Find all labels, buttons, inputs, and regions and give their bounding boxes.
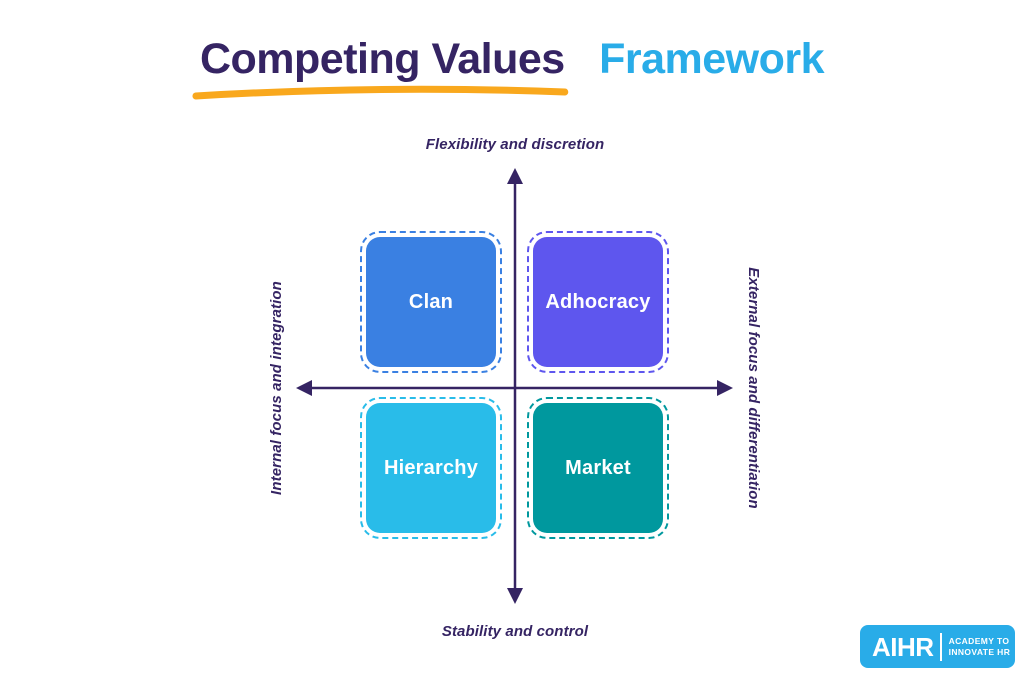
aihr-logo-tagline: ACADEMY TO INNOVATE HR: [949, 636, 1011, 657]
quadrant-adhocracy-label: Adhocracy: [545, 290, 651, 313]
quadrant-clan-box: Clan: [366, 237, 496, 367]
arrow-down-icon: [507, 588, 523, 604]
aihr-logo-brand-text: AIHR: [872, 631, 934, 662]
quadrant-adhocracy-box: Adhocracy: [533, 237, 663, 367]
quadrant-market-label: Market: [565, 456, 631, 479]
axis-label-external-focus: External focus and differentiation: [745, 267, 762, 509]
arrow-right-icon: [717, 380, 733, 396]
arrow-up-icon: [507, 168, 523, 184]
axis-label-stability: Stability and control: [441, 623, 589, 640]
title-underline-swoosh-icon: [192, 85, 569, 100]
arrow-left-icon: [296, 380, 312, 396]
quadrant-hierarchy-box: Hierarchy: [366, 403, 496, 533]
title-part-framework: Framework: [599, 35, 825, 83]
aihr-logo: AIHR ACADEMY TO INNOVATE HR: [860, 625, 1015, 668]
quadrant-adhocracy: Adhocracy: [527, 231, 669, 373]
axis-label-flexibility: Flexibility and discretion: [425, 136, 605, 153]
logo-divider: [939, 632, 942, 661]
page-title: Competing Values Framework: [0, 35, 1024, 100]
title-part-competing-values: Competing Values: [192, 38, 569, 100]
quadrant-market-box: Market: [533, 403, 663, 533]
quadrant-clan-label: Clan: [408, 290, 454, 313]
aihr-logo-tagline-line1: ACADEMY TO: [948, 635, 1010, 646]
axis-label-internal-focus: Internal focus and integration: [268, 281, 285, 495]
aihr-logo-tagline-line2: INNOVATE HR: [948, 646, 1011, 657]
quadrant-clan: Clan: [360, 231, 502, 373]
quadrant-hierarchy: Hierarchy: [360, 397, 502, 539]
title-space: [576, 35, 587, 83]
quadrant-market: Market: [527, 397, 669, 539]
quadrant-hierarchy-label: Hierarchy: [383, 456, 479, 479]
